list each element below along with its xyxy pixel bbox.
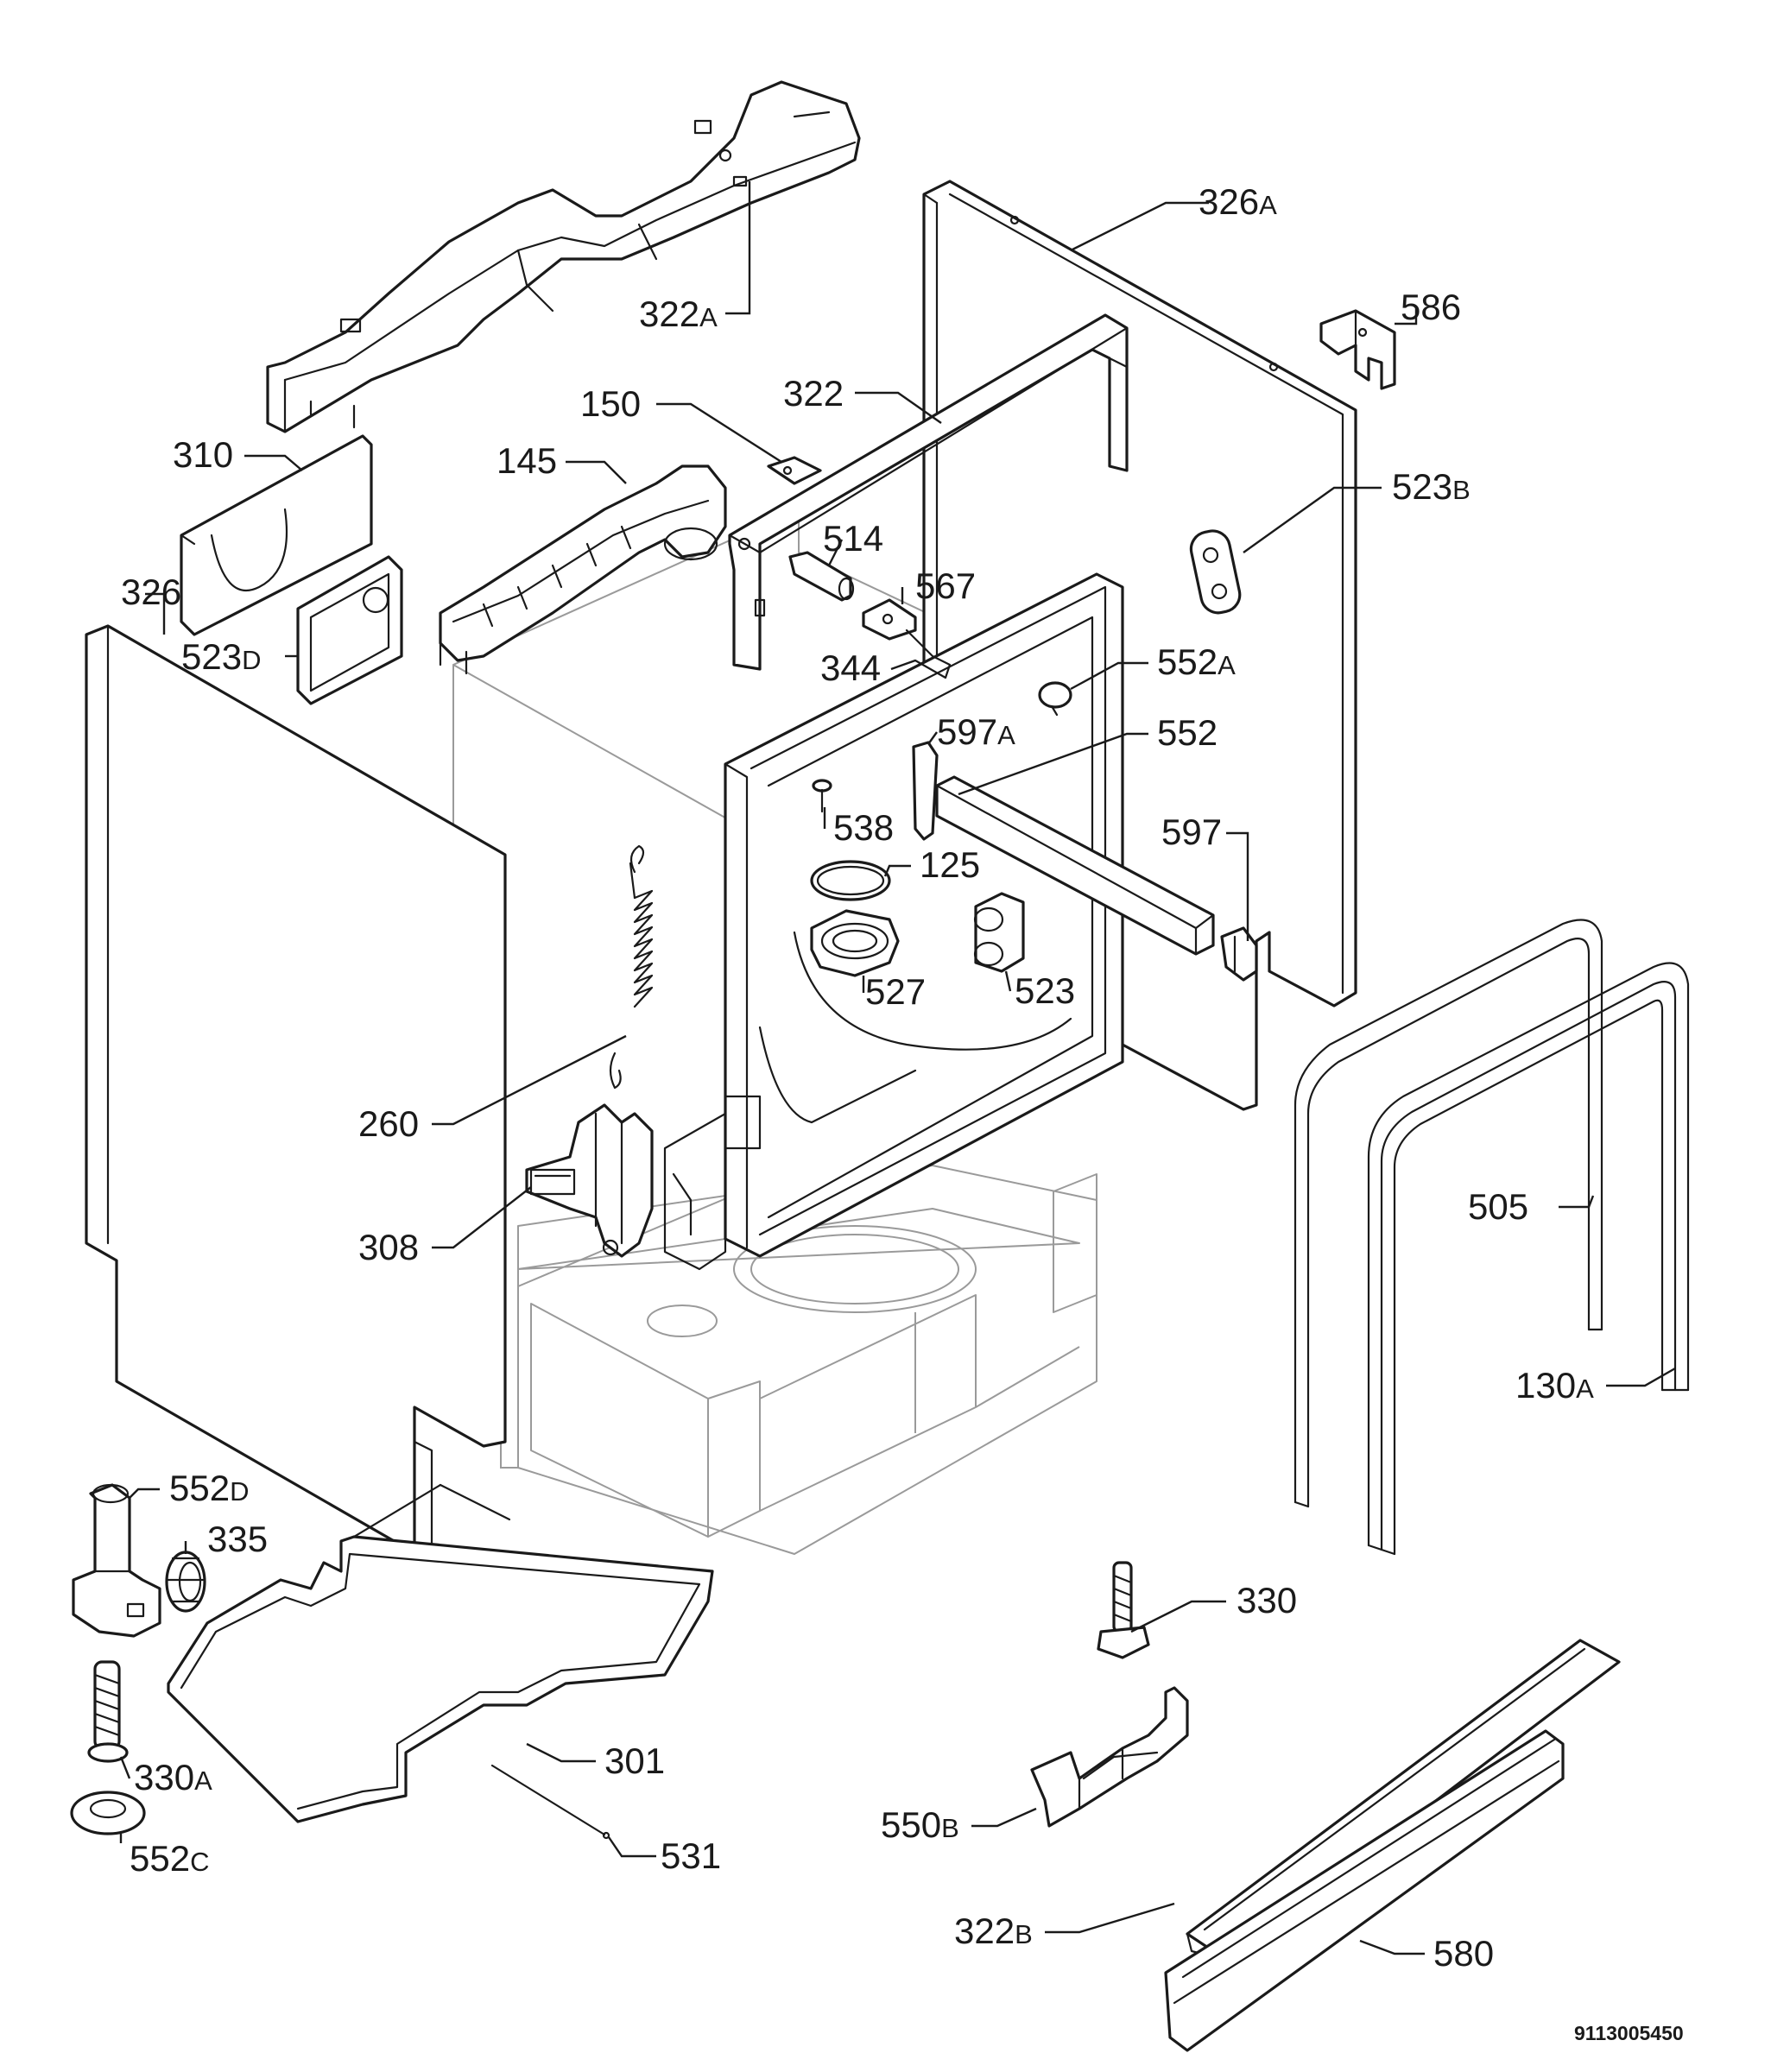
label-335: 335 xyxy=(207,1519,268,1559)
label-523d: 523D xyxy=(181,636,261,677)
label-308: 308 xyxy=(358,1227,419,1267)
label-260: 260 xyxy=(358,1103,419,1144)
spring-260 xyxy=(609,844,654,1090)
label-567: 567 xyxy=(915,565,976,606)
label-330: 330 xyxy=(1237,1580,1297,1620)
label-301: 301 xyxy=(604,1740,665,1781)
label-125: 125 xyxy=(920,844,980,885)
cap-552a xyxy=(1038,681,1072,717)
label-344: 344 xyxy=(820,648,881,688)
door-seal-130a xyxy=(1367,962,1690,1556)
label-514: 514 xyxy=(823,518,883,559)
label-505: 505 xyxy=(1468,1186,1528,1227)
bracket-310 xyxy=(180,434,373,636)
plate-523d xyxy=(296,555,403,705)
plinth-580 xyxy=(1164,1729,1565,2052)
label-597a: 597A xyxy=(937,711,1015,752)
label-586: 586 xyxy=(1401,287,1461,327)
leader-lines xyxy=(119,181,1676,1955)
rail-552 xyxy=(935,775,1215,956)
label-597: 597 xyxy=(1161,812,1222,852)
air-duct-145 xyxy=(439,464,727,675)
label-552d: 552D xyxy=(169,1468,249,1508)
nut-527 xyxy=(810,909,900,977)
label-523b: 523B xyxy=(1392,466,1471,507)
foot-552d xyxy=(72,1483,161,1638)
screw-538 xyxy=(812,779,832,813)
label-326: 326 xyxy=(121,572,181,612)
label-322: 322 xyxy=(783,373,844,414)
grommet-523b xyxy=(1189,529,1242,615)
screw-330 xyxy=(1097,1561,1150,1659)
label-552c: 552C xyxy=(130,1838,209,1879)
label-552: 552 xyxy=(1157,712,1218,753)
label-552a: 552A xyxy=(1157,641,1236,682)
base-tray-301 xyxy=(167,1483,714,1823)
gear-335 xyxy=(165,1551,206,1613)
label-145: 145 xyxy=(497,440,557,481)
screw-330a xyxy=(87,1660,129,1763)
door-seal-505 xyxy=(1293,919,1603,1508)
fitting-523 xyxy=(973,892,1025,973)
top-rail-322a xyxy=(266,80,861,433)
label-330a: 330A xyxy=(134,1757,212,1797)
latch-597a xyxy=(912,741,939,841)
side-panel-326 xyxy=(85,624,507,1560)
hinge-308 xyxy=(525,1103,654,1258)
label-580: 580 xyxy=(1433,1933,1494,1974)
label-523: 523 xyxy=(1015,970,1075,1011)
tub-front-frame xyxy=(663,572,1124,1271)
label-531: 531 xyxy=(661,1835,721,1876)
label-550b: 550B xyxy=(881,1804,959,1845)
o-ring-125 xyxy=(810,860,891,901)
label-322b: 322B xyxy=(954,1911,1033,1951)
bracket-586 xyxy=(1319,309,1396,390)
label-150: 150 xyxy=(580,383,641,424)
label-130a: 130A xyxy=(1515,1365,1594,1406)
label-527: 527 xyxy=(865,971,926,1012)
top-frame-322 xyxy=(728,313,1129,671)
cap-552c xyxy=(70,1791,146,1835)
label-322a: 322A xyxy=(639,294,718,334)
label-538: 538 xyxy=(833,807,894,848)
pin-514 xyxy=(788,551,855,602)
connector-150 xyxy=(767,456,822,485)
label-326a: 326A xyxy=(1199,181,1277,222)
rod-531 xyxy=(490,1764,610,1840)
diagram-code: 9113005450 xyxy=(1574,2022,1684,2044)
strip-322b xyxy=(1186,1639,1621,1961)
part-labels: 322A 326A 586 150 322 310 145 523B 514 3… xyxy=(121,181,1594,1974)
bracket-550b xyxy=(1030,1686,1189,1828)
label-310: 310 xyxy=(173,434,233,475)
strap-344 xyxy=(905,629,952,679)
clip-567 xyxy=(862,598,917,641)
